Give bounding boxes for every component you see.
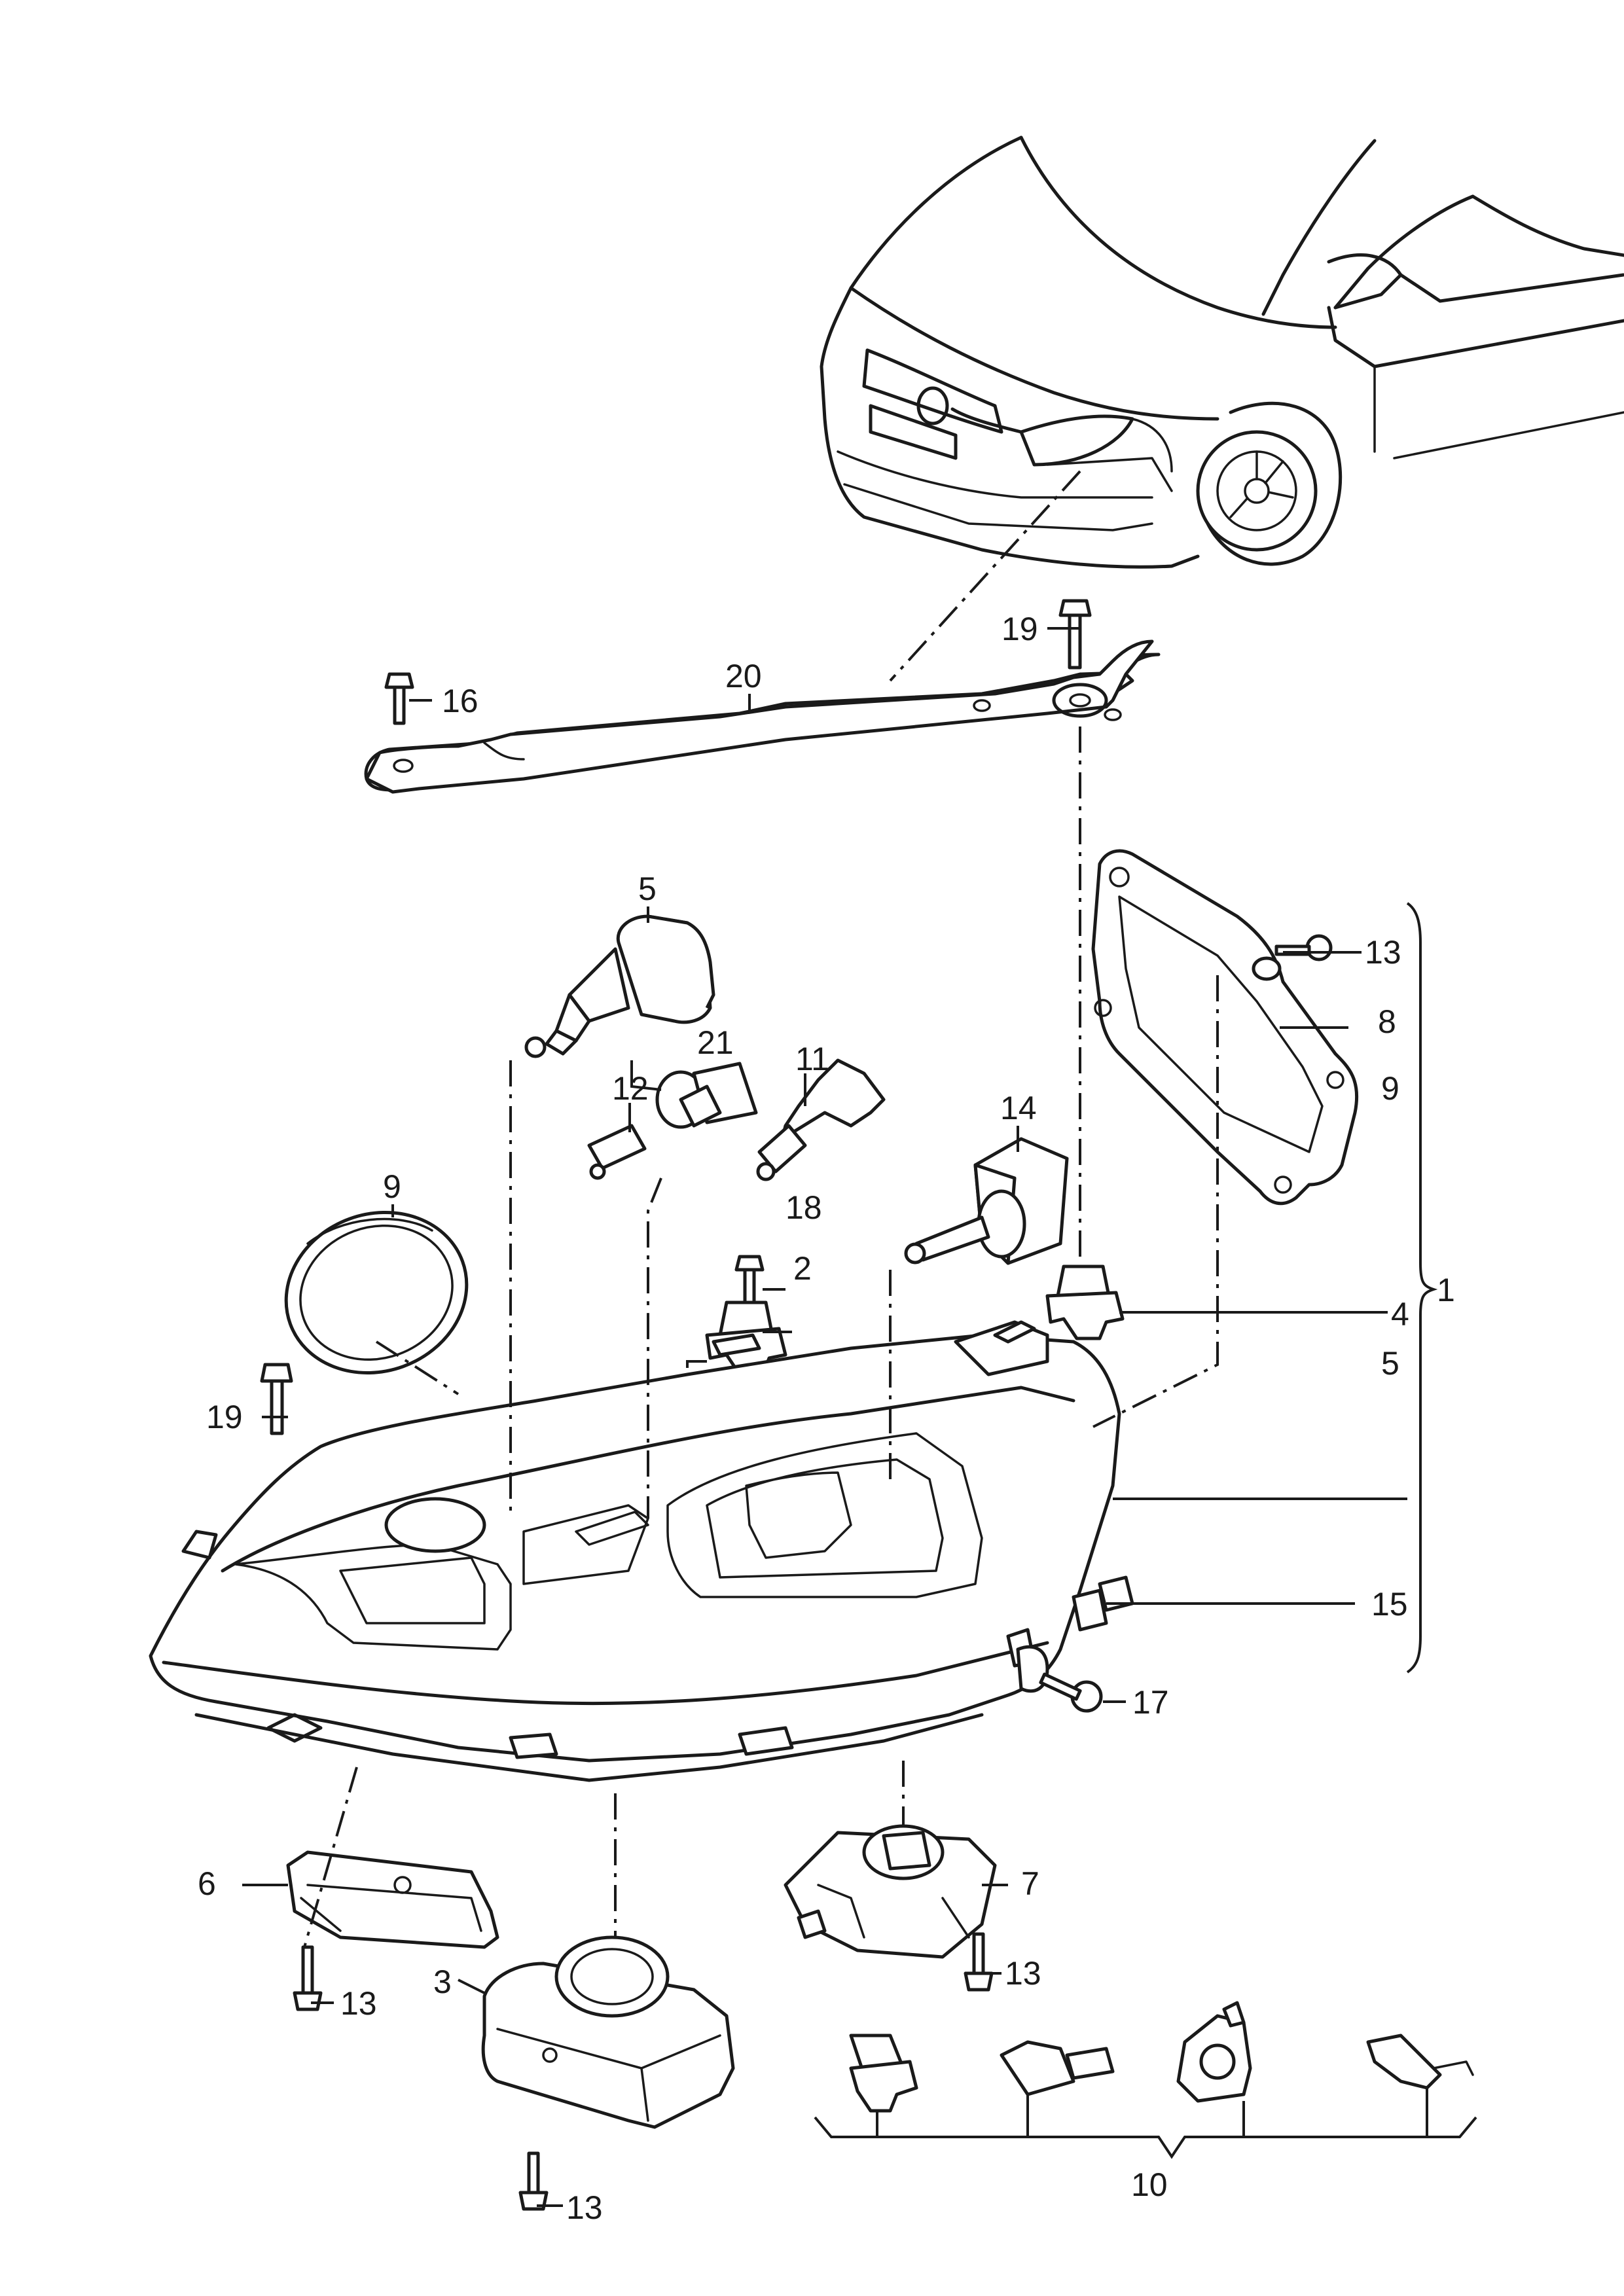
xenon-bulb-14 <box>904 1137 1069 1265</box>
screw-13-lower-right <box>964 1932 994 1992</box>
callout-8: 8 <box>1378 1003 1396 1040</box>
screw-13-bottom <box>518 2151 549 2211</box>
bolt-16 <box>384 672 414 725</box>
leader-lines <box>242 627 1438 2207</box>
callout-13-lower-right: 13 <box>1005 1955 1041 1992</box>
clip-15 <box>1072 1588 1108 1632</box>
assembly-lines <box>303 470 1219 1948</box>
headlight-housing-1 <box>149 1320 1134 1782</box>
callout-21: 21 <box>697 1024 734 1061</box>
control-unit-6 <box>286 1850 499 1949</box>
callout-3: 3 <box>433 1964 452 2000</box>
screw-13-lower-left <box>293 1945 323 2011</box>
callout-9-left: 9 <box>383 1168 401 1205</box>
socket-21 <box>655 1062 758 1129</box>
car-front-illustration <box>820 135 1624 569</box>
callout-13-cover: 13 <box>1365 934 1401 971</box>
callout-2: 2 <box>793 1250 812 1287</box>
callout-15: 15 <box>1371 1586 1408 1623</box>
callout-19-left: 19 <box>206 1399 243 1435</box>
callout-12: 12 <box>612 1070 649 1107</box>
callout-9-side: 9 <box>1381 1070 1399 1107</box>
housing-cover-8 <box>1091 849 1359 1206</box>
screw-13-cover <box>1274 934 1333 961</box>
leveling-motor <box>524 914 715 1058</box>
callout-11: 11 <box>795 1041 829 1077</box>
bolt-19-top <box>1058 599 1092 670</box>
callout-18: 18 <box>785 1189 822 1226</box>
callout-7: 7 <box>1021 1865 1039 1902</box>
callout-13-lower-left: 13 <box>340 1985 377 2022</box>
igniter-7 <box>784 1824 997 1959</box>
callout-1: 1 <box>1437 1272 1455 1308</box>
ballast-3 <box>481 1935 735 2129</box>
trim-ring-9 <box>284 1210 469 1375</box>
mounting-bracket <box>364 639 1161 794</box>
clip-4 <box>1045 1265 1125 1340</box>
clip-variants-10 <box>814 2001 1477 2159</box>
callout-6: 6 <box>198 1865 216 1902</box>
callout-4: 4 <box>1391 1296 1409 1333</box>
bolt-19-left <box>260 1363 293 1435</box>
bulb-11 <box>756 1058 886 1181</box>
screw-17 <box>1039 1672 1103 1713</box>
callout-5-top: 5 <box>638 870 657 907</box>
bulb-12 <box>587 1124 647 1180</box>
callout-14: 14 <box>1000 1090 1037 1126</box>
callout-13-bottom: 13 <box>566 2189 603 2226</box>
callout-20: 20 <box>725 658 762 694</box>
callout-10: 10 <box>1131 2166 1168 2203</box>
callout-19-top: 19 <box>1001 611 1038 647</box>
callout-16: 16 <box>442 683 478 719</box>
callout-labels: 1 2 3 4 5 5 6 7 8 9 9 10 11 12 13 13 13 … <box>198 611 1455 2226</box>
callout-17: 17 <box>1132 1684 1169 1721</box>
callout-5-side: 5 <box>1381 1345 1399 1382</box>
